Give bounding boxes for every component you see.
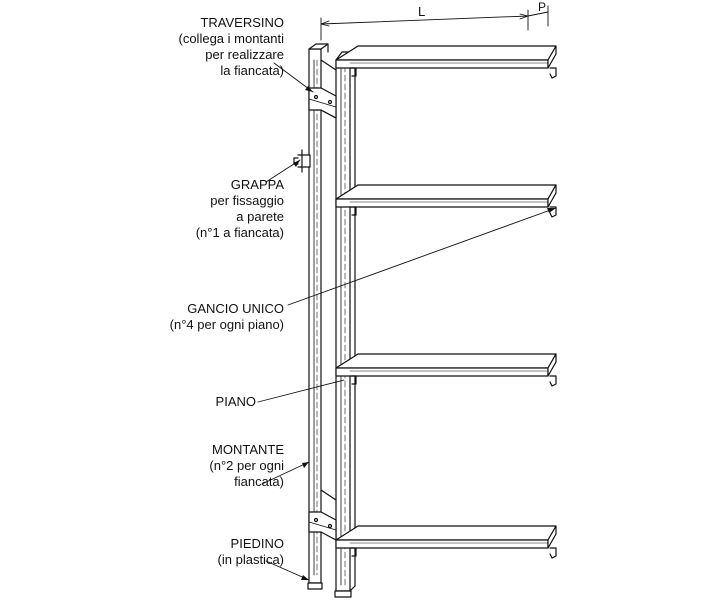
callout-line: (n°1 a fiancata) xyxy=(195,225,284,240)
callout-piano: PIANO xyxy=(216,394,256,410)
callout-line: a parete xyxy=(236,209,284,224)
callout-line: (n°2 per ogni xyxy=(209,458,284,473)
callout-title: PIANO xyxy=(215,394,256,409)
leader-lines xyxy=(257,62,557,581)
feet xyxy=(307,582,352,598)
dimension-lines xyxy=(320,5,549,41)
callout-grappa: GRAPPA per fissaggio a parete (n°1 a fia… xyxy=(196,177,284,241)
upright-front xyxy=(335,59,351,592)
shelf-1 xyxy=(335,45,557,79)
callout-title: GANCIO UNICO xyxy=(187,301,284,316)
wall-clamp xyxy=(293,149,311,173)
callout-title: MONTANTE xyxy=(212,442,284,457)
dim-label-length: L xyxy=(418,4,426,19)
callout-line: fiancata) xyxy=(234,474,284,489)
shelf-3 xyxy=(335,353,557,387)
dim-label-depth: P xyxy=(538,0,547,14)
callout-piedino: PIEDINO (in plastica) xyxy=(218,536,284,568)
callout-line: la fiancata) xyxy=(220,63,284,78)
callout-line: per fissaggio xyxy=(210,193,284,208)
callout-title: TRAVERSINO xyxy=(200,15,284,30)
shelf-2 xyxy=(335,184,557,218)
callout-traversino: TRAVERSINO (collega i montanti per reali… xyxy=(179,15,285,79)
callout-line: per realizzare xyxy=(205,47,284,62)
callout-line: (collega i montanti xyxy=(178,31,285,46)
callout-line: (in plastica) xyxy=(217,552,284,567)
callout-montante: MONTANTE (n°2 per ogni fiancata) xyxy=(209,442,284,490)
crossbar-top xyxy=(308,87,337,119)
shelf-4 xyxy=(335,525,557,559)
callout-title: PIEDINO xyxy=(230,536,284,551)
callout-title: GRAPPA xyxy=(230,177,284,192)
callout-gancio: GANCIO UNICO (n°4 per ogni piano) xyxy=(170,301,284,333)
upright-rear xyxy=(308,48,322,584)
leader-arrows xyxy=(293,86,556,580)
callout-line: (n°4 per ogni piano) xyxy=(169,317,284,332)
